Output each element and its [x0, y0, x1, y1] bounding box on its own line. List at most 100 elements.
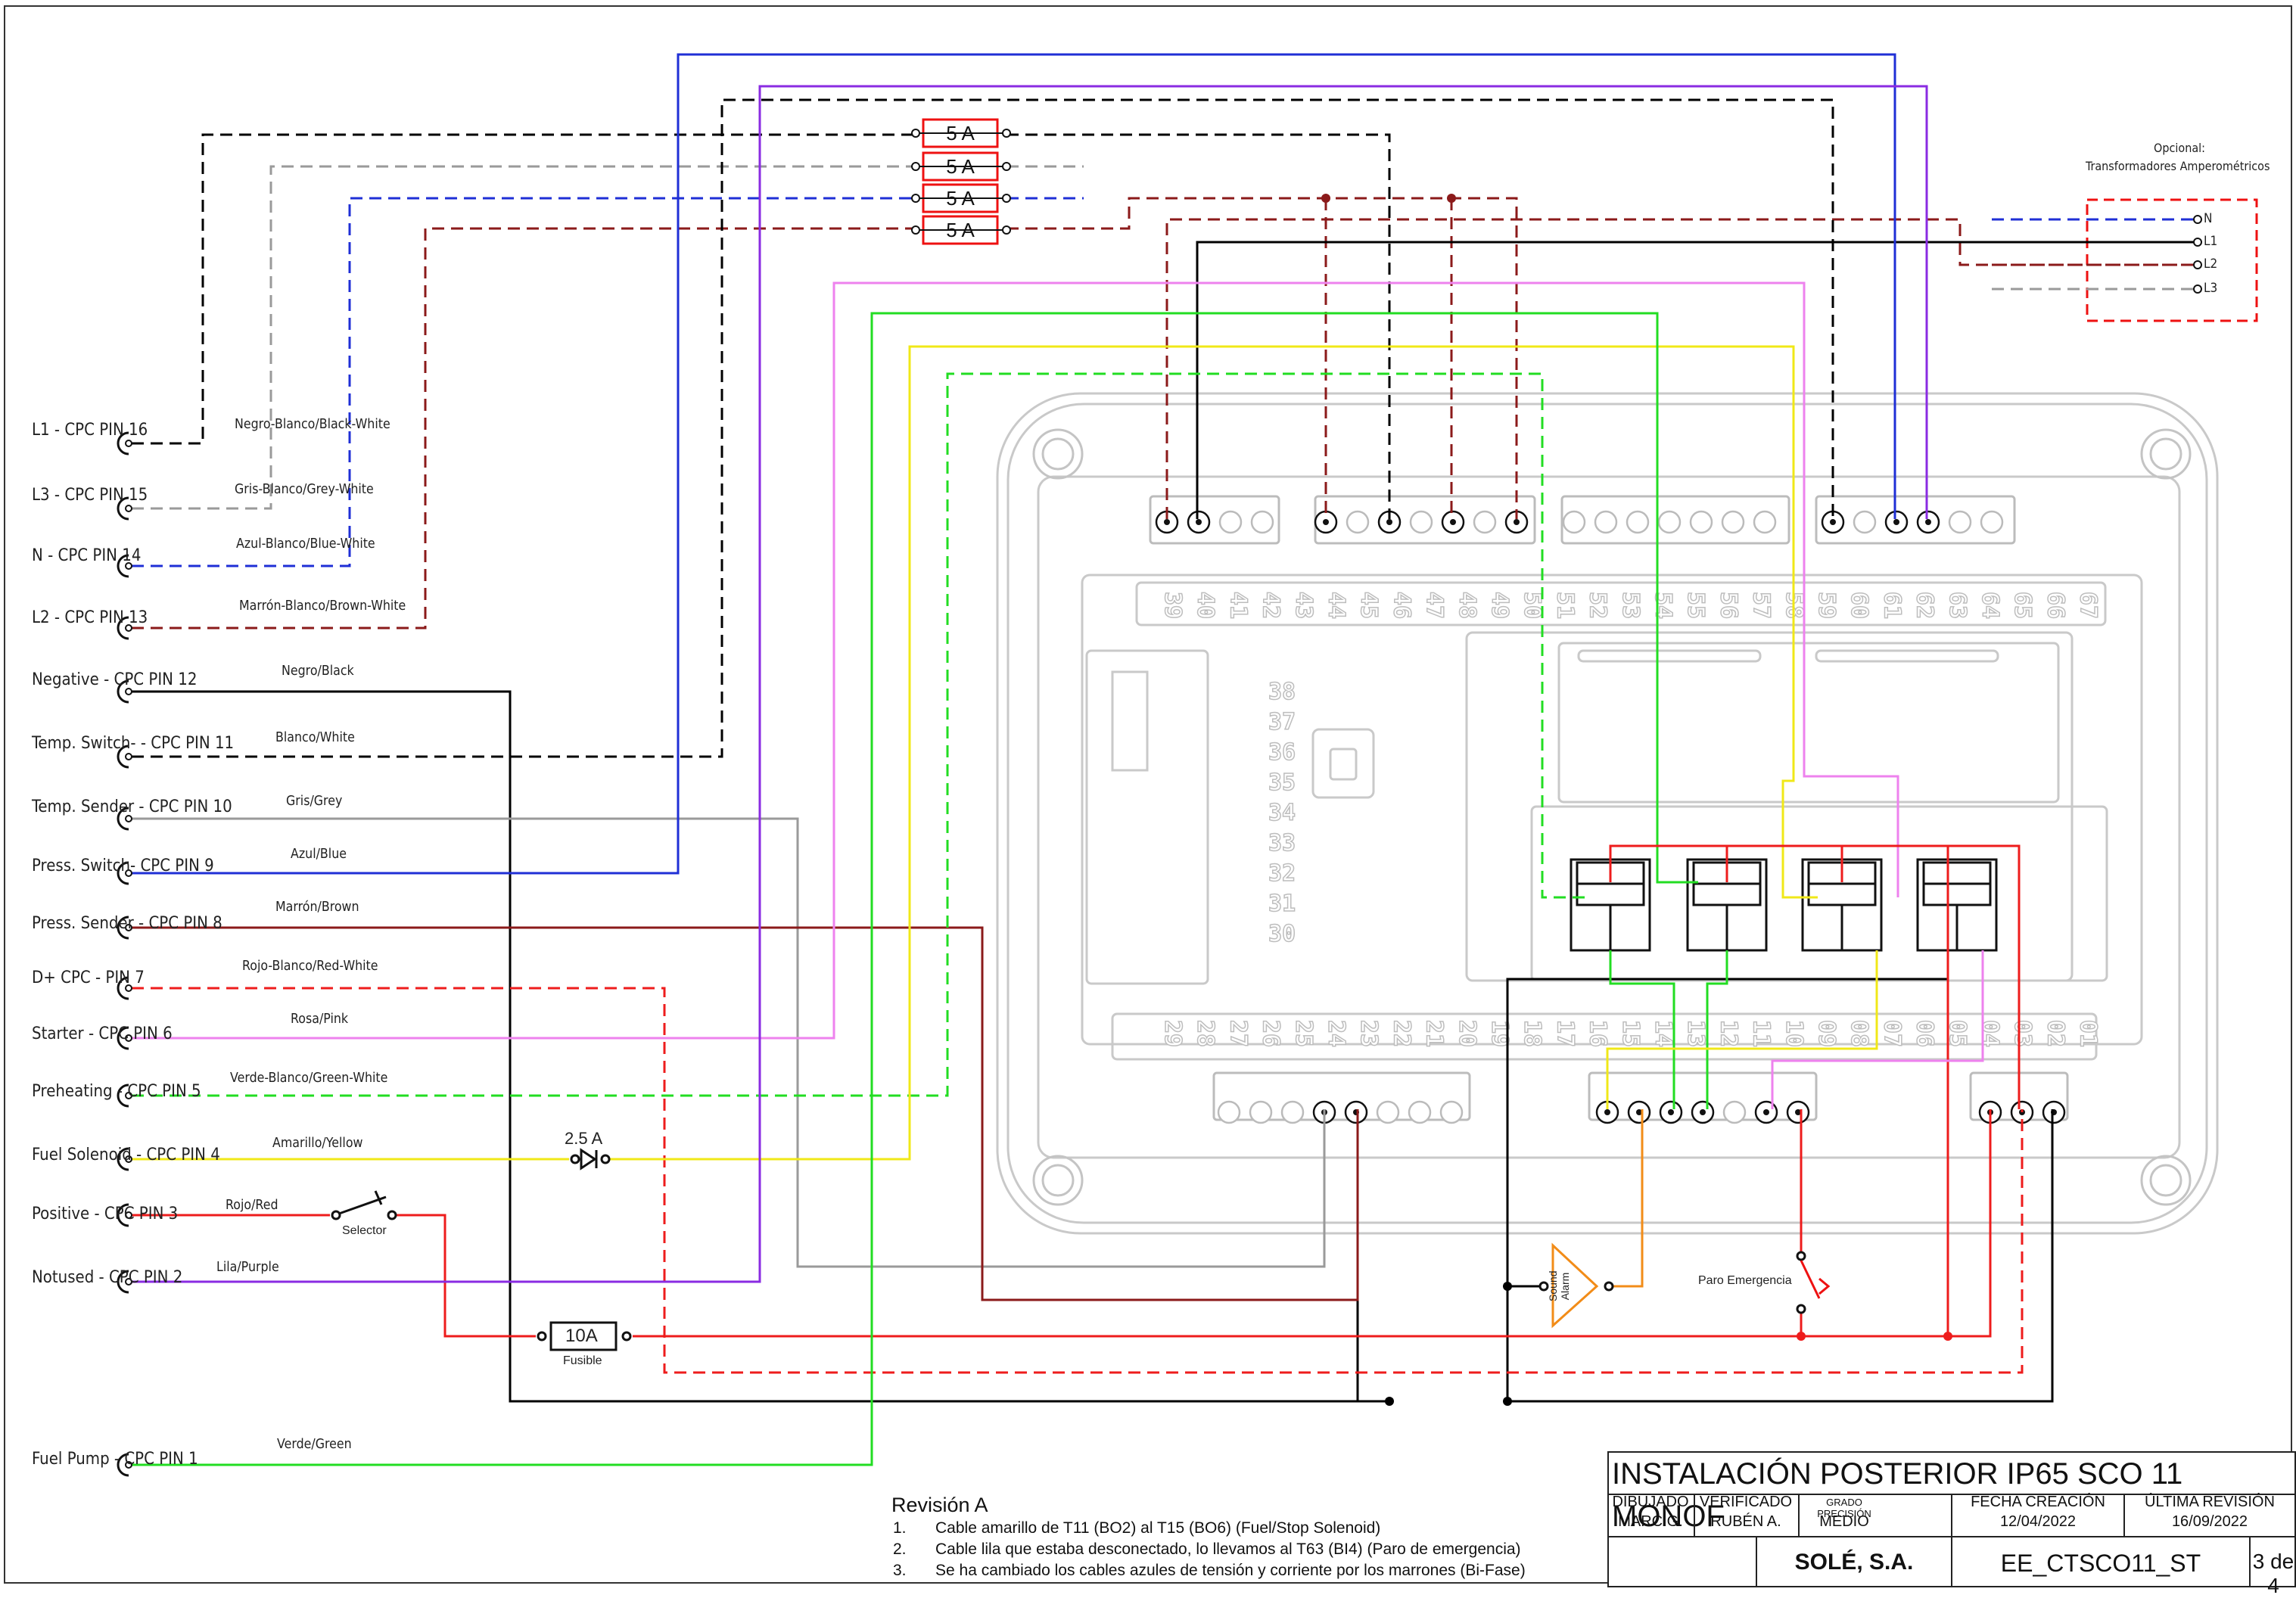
- pin-dplus: [125, 984, 132, 992]
- svg-text:01: 01: [2075, 1020, 2102, 1047]
- hook-dplus: [117, 976, 129, 1000]
- svg-text:36: 36: [1268, 739, 1296, 766]
- pin-neg: [125, 688, 132, 695]
- revision-item-num: 2.: [893, 1540, 907, 1558]
- pin-pos: [125, 1211, 132, 1219]
- hook-psw: [117, 861, 129, 885]
- svg-text:61: 61: [1878, 592, 1905, 619]
- pin-pse: [125, 924, 132, 931]
- sound-alarm: [1538, 1242, 1614, 1329]
- svg-text:06: 06: [1912, 1020, 1938, 1047]
- wire-label-psw: Azul/Blue: [291, 846, 347, 862]
- wire-l2-b: [1006, 197, 1518, 519]
- svg-text:62: 62: [1912, 592, 1938, 619]
- hook-l1: [117, 431, 129, 455]
- wire-label-pos: Rojo/Red: [226, 1197, 278, 1213]
- wire-pse: [132, 926, 1359, 1301]
- company-name: SOLÉ, S.A.: [1794, 1550, 1914, 1575]
- cpc-label-pse: Press. Sender - CPC PIN 8: [32, 914, 222, 933]
- wire-label-dplus: Rojo-Blanco/Red-White: [242, 958, 378, 974]
- drawing-title: INSTALACIÓN POSTERIOR IP65 SCO 11 MONOF: [1612, 1457, 2183, 1533]
- cpc-label-n: N - CPC PIN 14: [32, 546, 142, 565]
- sound-alarm-label: Sound Alarm: [1547, 1270, 1571, 1301]
- fuse-10a-label: 10A: [565, 1326, 598, 1346]
- revision-item-text: Cable amarillo de T11 (BO2) al T15 (BO6)…: [935, 1519, 1381, 1537]
- wire-label-neg: Negro/Black: [282, 663, 354, 679]
- selector-switch: [331, 1190, 397, 1220]
- svg-text:43: 43: [1290, 592, 1317, 619]
- pin-start: [125, 1034, 132, 1042]
- ct-tap-l1: L1: [2204, 234, 2218, 249]
- svg-text:02: 02: [2042, 1020, 2068, 1047]
- svg-text:57: 57: [1748, 592, 1775, 619]
- ct-tap-l3: L3: [2204, 281, 2218, 296]
- wire-label-pump: Verde/Green: [277, 1436, 352, 1452]
- sheet-border: [4, 5, 2292, 1584]
- hook-neg: [117, 679, 129, 704]
- cpc-label-pos: Positive - CPC PIN 3: [32, 1205, 179, 1223]
- wire-psw: [132, 53, 1896, 875]
- svg-text:11: 11: [1748, 1020, 1775, 1047]
- pin-l1: [125, 440, 132, 447]
- svg-text:25: 25: [1290, 1020, 1317, 1047]
- svg-text:65: 65: [2009, 592, 2036, 619]
- fuse-10a: [537, 1321, 632, 1351]
- svg-text:54: 54: [1650, 592, 1676, 619]
- cpc-label-dplus: D+ CPC - PIN 7: [32, 968, 145, 987]
- cpc-label-neg: Negative - CPC PIN 12: [32, 670, 198, 689]
- controller-housing: [996, 392, 2219, 1235]
- cpc-label-pump: Fuel Pump - CPC PIN 1: [32, 1450, 198, 1469]
- svg-text:37: 37: [1268, 709, 1296, 735]
- col-div-2: [1798, 1494, 1800, 1536]
- fuse-label-4: 5 A: [946, 219, 975, 241]
- hook-l2: [117, 616, 129, 640]
- wire-pos-d: [1946, 844, 2021, 1336]
- svg-text:18: 18: [1519, 1020, 1545, 1047]
- fuse-labels: 5 A5 A5 A5 A: [911, 122, 1011, 241]
- wire-relay2: [1706, 950, 1728, 1109]
- svg-text:55: 55: [1682, 592, 1709, 619]
- svg-text:33: 33: [1268, 830, 1296, 857]
- cpc-label-psw: Press. Switch- CPC PIN 9: [32, 857, 214, 875]
- svg-text:45: 45: [1355, 592, 1382, 619]
- svg-text:28: 28: [1192, 1020, 1218, 1047]
- cpc-label-pre: Preheating - CPC PIN 5: [32, 1082, 201, 1101]
- fuse-label-1: 5 A: [946, 122, 975, 145]
- wire-label-fuel: Amarillo/Yellow: [272, 1135, 363, 1151]
- page-number: 3 de 4: [2252, 1550, 2294, 1597]
- svg-text:35: 35: [1268, 769, 1296, 796]
- hook-start: [117, 1026, 129, 1050]
- svg-text:23: 23: [1355, 1020, 1382, 1047]
- verified-value: RUBÉN A.: [1710, 1513, 1781, 1530]
- fuse-label-2: 5 A: [946, 155, 975, 178]
- svg-text:15: 15: [1617, 1020, 1644, 1047]
- hook-nu: [117, 1270, 129, 1294]
- hook-pos: [117, 1203, 129, 1227]
- pin-l2: [125, 624, 132, 632]
- svg-text:22: 22: [1388, 1020, 1414, 1047]
- hook-l3: [117, 496, 129, 521]
- revision-item-text: Se ha cambiado los cables azules de tens…: [935, 1562, 1526, 1579]
- wire-tse: [132, 817, 1326, 1268]
- fuse-10a-caption: Fusible: [563, 1354, 602, 1367]
- svg-text:03: 03: [2009, 1020, 2036, 1047]
- pin-n: [125, 562, 132, 570]
- wire-nu: [132, 85, 1928, 1283]
- ct-tap-l2: L2: [2204, 256, 2218, 272]
- emergency-stop: [1796, 1251, 1831, 1314]
- wire-label-pse: Marrón/Brown: [275, 899, 359, 915]
- svg-text:29: 29: [1159, 1020, 1186, 1047]
- wire-label-nu: Lila/Purple: [216, 1259, 279, 1275]
- wire-label-l3: Gris-Blanco/Grey-White: [235, 481, 374, 497]
- pin-tsw: [125, 753, 132, 760]
- svg-text:44: 44: [1323, 592, 1349, 619]
- cpc-pin-hooks: [117, 431, 132, 1477]
- svg-text:46: 46: [1388, 592, 1414, 619]
- pin-l3: [125, 505, 132, 512]
- svg-text:17: 17: [1551, 1020, 1578, 1047]
- wire-tsw: [132, 98, 1834, 758]
- revision-item-text: Cable lila que estaba desconectado, lo l…: [935, 1540, 1521, 1558]
- wire-dplus: [132, 987, 2024, 1374]
- svg-text:52: 52: [1585, 592, 1611, 619]
